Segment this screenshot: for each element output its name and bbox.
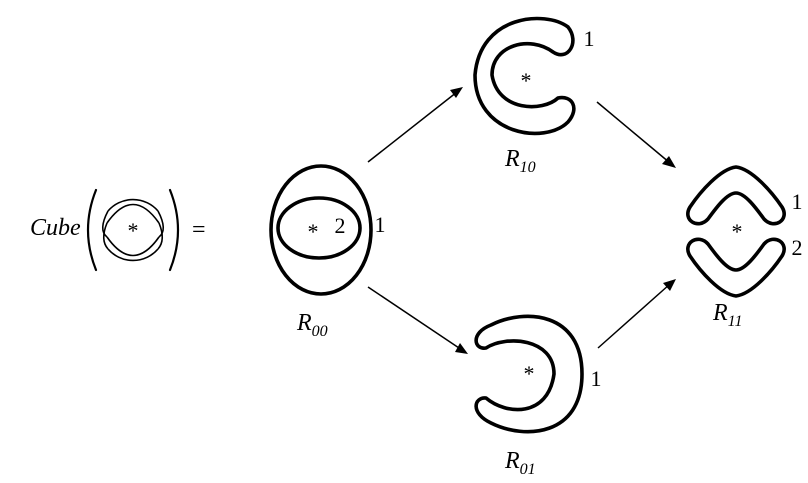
edge-r01-r11-arrowhead (663, 279, 676, 291)
state-r11: * 1 2 R11 (686, 165, 803, 330)
r10-component-label: 1 (584, 26, 595, 51)
r00-component-label-outer: 1 (375, 212, 386, 237)
r00-outer-circle (269, 164, 373, 296)
state-r00: * 2 1 R00 (269, 164, 386, 340)
r11-star: * (732, 219, 743, 244)
edge-r00-r10-line (367, 91, 458, 163)
r00-inner-circle (276, 196, 362, 260)
r11-component-label-top: 1 (792, 189, 803, 214)
equals-sign: = (192, 217, 206, 243)
edge-r00-to-r10 (367, 87, 463, 163)
r01-star: * (524, 361, 535, 386)
state-r10: * 1 R10 (473, 16, 595, 176)
knot-right-crossing-a (157, 210, 165, 238)
r00-star: * (308, 219, 319, 244)
knot-lower-arc (107, 248, 159, 262)
r11-label: R11 (712, 300, 742, 330)
edge-r00-r10-arrowhead (450, 87, 463, 98)
knot-left-crossing-a (101, 210, 109, 238)
knot-inner-bottom-arc (106, 236, 160, 257)
edge-r00-r01-line (367, 286, 463, 351)
edge-r10-r11-line (596, 101, 671, 164)
knot-diagram: * (101, 198, 165, 262)
lhs-expression: Cube * = (30, 188, 206, 272)
r11-component-2 (686, 237, 786, 298)
r11-component-1 (686, 165, 786, 226)
r10-star: * (521, 68, 532, 93)
edge-r00-r01-arrowhead (455, 343, 468, 354)
r01-label: R01 (504, 448, 536, 478)
knot-right-crossing-b (157, 222, 164, 250)
state-r01: * 1 R01 (474, 314, 602, 478)
edge-r01-to-r11 (597, 279, 676, 349)
r00-label: R00 (296, 310, 328, 340)
r01-component-label: 1 (591, 366, 602, 391)
edge-r00-to-r01 (367, 286, 468, 354)
edge-r01-r11-line (597, 283, 671, 349)
knot-inner-top-arc (106, 203, 160, 224)
r11-component-label-bottom: 2 (792, 235, 803, 260)
right-paren (168, 188, 180, 272)
edge-r10-r11-arrowhead (662, 156, 676, 168)
knot-upper-arc (107, 198, 159, 212)
r10-label: R10 (504, 146, 536, 176)
knot-basepoint-star: * (128, 218, 139, 243)
left-paren (86, 188, 98, 272)
r01-component-1 (474, 314, 584, 434)
r10-component-1 (473, 16, 576, 136)
cube-operator-label: Cube (30, 215, 81, 241)
edge-r10-to-r11 (596, 101, 676, 168)
r00-component-label-inner: 2 (335, 213, 346, 238)
knot-left-crossing-b (102, 222, 109, 250)
